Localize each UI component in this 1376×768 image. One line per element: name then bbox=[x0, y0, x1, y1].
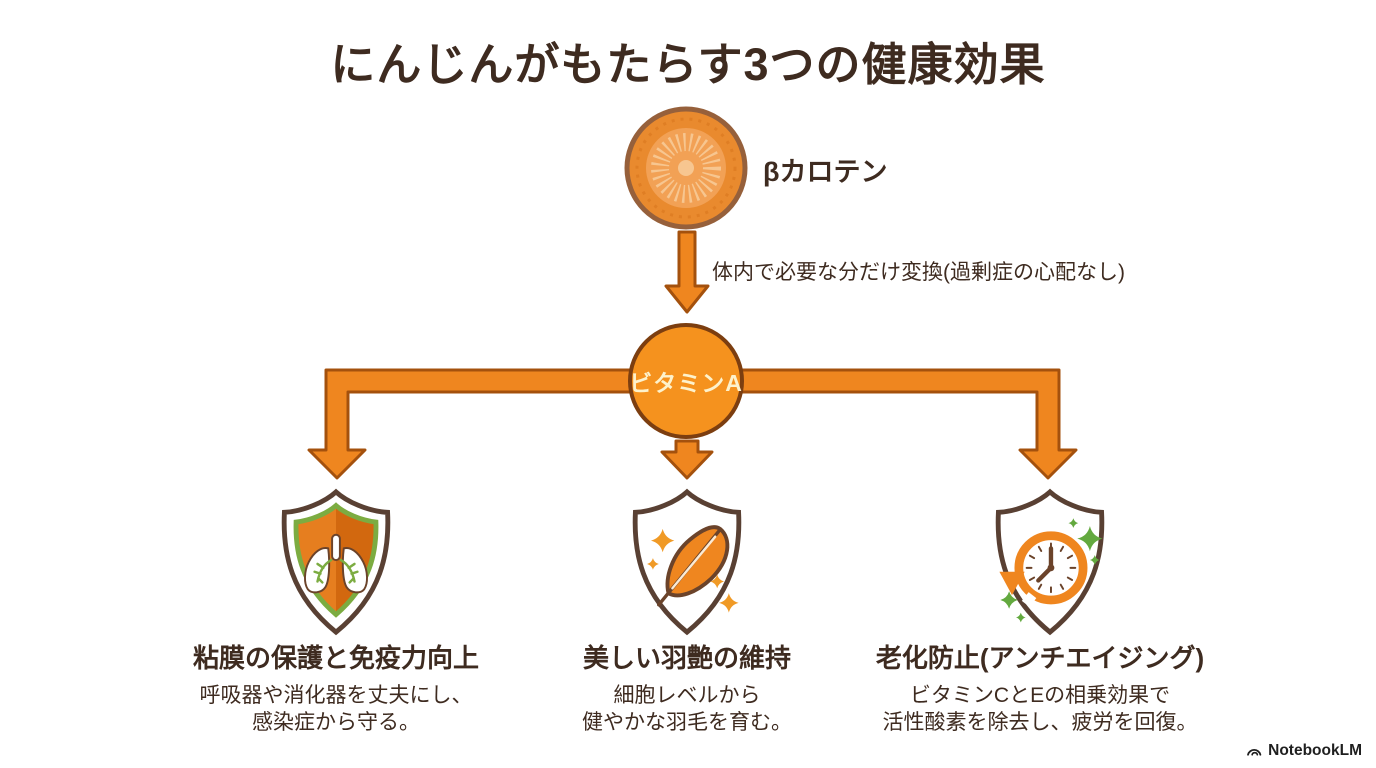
conversion-note: 体内で必要な分だけ変換(過剰症の心配なし) bbox=[712, 261, 1125, 284]
shield-lungs-icon bbox=[281, 488, 391, 636]
benefit-heading: 美しい羽艶の維持 bbox=[582, 643, 791, 673]
benefit-heading: 老化防止(アンチエイジング) bbox=[875, 643, 1205, 673]
page-title: にんじんがもたらす3つの健康効果 bbox=[330, 39, 1046, 90]
carrot-slice-icon bbox=[624, 106, 748, 230]
clock-rewind-glyph bbox=[999, 518, 1103, 623]
benefit-body-line: 感染症から守る。 bbox=[252, 710, 420, 734]
vitamin-a-label: ビタミンA bbox=[629, 370, 743, 396]
lungs-glyph bbox=[304, 533, 368, 594]
benefit-body-line: ビタミンCとEの相乗効果で bbox=[909, 683, 1171, 707]
footer-brand: NotebookLM bbox=[1245, 742, 1362, 760]
notebooklm-logo-icon bbox=[1247, 749, 1262, 756]
carrot-to-vitamin-arrow bbox=[664, 230, 710, 314]
benefit-body-line: 呼吸器や消化器を丈夫にし、 bbox=[199, 683, 473, 707]
benefit-body-line: 健やかな羽毛を育む。 bbox=[582, 710, 792, 734]
benefit-body-line: 活性酸素を除去し、疲労を回復。 bbox=[882, 710, 1198, 734]
benefit-body-line: 細胞レベルから bbox=[613, 683, 761, 707]
benefit-antiaging: 老化防止(アンチエイジング) ビタミンCとEの相乗効果で 活性酸素を除去し、疲労… bbox=[870, 642, 1210, 736]
middle-branch-arrow bbox=[660, 439, 714, 480]
footer-brand-text: NotebookLM bbox=[1268, 742, 1362, 759]
vitamin-a-node bbox=[628, 323, 744, 439]
benefit-heading: 粘膜の保護と免疫力向上 bbox=[192, 643, 479, 673]
benefit-feathers: 美しい羽艶の維持 細胞レベルから 健やかな羽毛を育む。 bbox=[517, 642, 857, 736]
beta-carotene-label: βカロテン bbox=[763, 157, 888, 187]
benefit-immunity: 粘膜の保護と免疫力向上 呼吸器や消化器を丈夫にし、 感染症から守る。 bbox=[166, 642, 506, 736]
shield-clock-rewind-icon bbox=[995, 488, 1105, 636]
shield-feather-icon bbox=[632, 488, 742, 636]
feather-glyph bbox=[647, 525, 739, 613]
